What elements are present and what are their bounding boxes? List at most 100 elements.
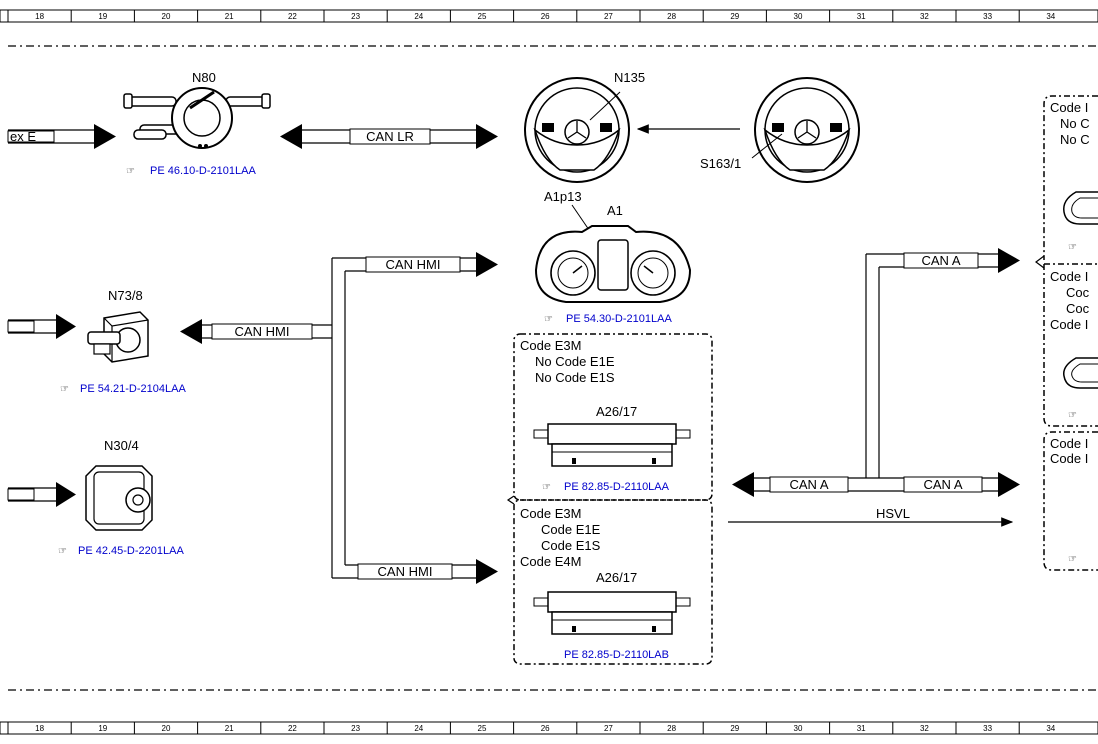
right-code-box-3: Code I Code I ☞ <box>1043 431 1098 571</box>
n30-4-label: N30/4 <box>104 438 139 453</box>
can-lr-bus: CAN LR <box>280 124 498 149</box>
right1-code-2: No C <box>1060 116 1090 131</box>
a26-17-top-device <box>533 423 691 467</box>
can-hmi-bottom-label: CAN HMI <box>378 564 433 579</box>
can-hmi-tree: CAN HMI CAN HMI CAN HMI <box>180 252 498 584</box>
right1-code-1: Code I <box>1050 100 1088 115</box>
can-lr-label: CAN LR <box>366 129 414 144</box>
code-box-2: Code E3M Code E1E Code E1S Code E4M A26/… <box>513 499 713 665</box>
ruler-top-col-28: 28 <box>667 12 676 21</box>
ex-e-label: ex E <box>10 129 36 144</box>
n30-4-ref-text: PE 42.45-D-2201LAA <box>78 545 184 557</box>
box2-code-2: Code E1E <box>541 522 601 537</box>
ruler-top-col-32: 32 <box>920 12 929 21</box>
a1-ref-text: PE 54.30-D-2101LAA <box>566 313 672 325</box>
can-a-tree: CAN A CAN A CAN A <box>732 248 1020 497</box>
ruler-top-col-21: 21 <box>225 12 234 21</box>
left-ex-e-bus: ex E <box>7 124 116 149</box>
box1-code-3: No Code E1S <box>535 370 615 385</box>
pointer-icon: ☞ <box>544 314 553 325</box>
ruler-bottom-col-21: 21 <box>225 724 234 733</box>
pointer-icon: ☞ <box>1068 410 1077 421</box>
ruler-bottom-col-28: 28 <box>667 724 676 733</box>
ruler-bottom-col-31: 31 <box>857 724 866 733</box>
pointer-icon: ☞ <box>58 546 67 557</box>
a26-bottom-ref-text: PE 82.85-D-2110LAB <box>564 649 669 661</box>
pointer-icon: ☞ <box>60 384 69 395</box>
hsvl-line: HSVL <box>728 506 1014 527</box>
right-brace <box>1035 255 1045 269</box>
a1p13-label: A1p13 <box>544 189 582 204</box>
can-a-mid-right-label: CAN A <box>923 477 962 492</box>
pointer-icon: ☞ <box>542 482 551 493</box>
ruler-top-col-22: 22 <box>288 12 297 21</box>
a26-top-reference[interactable]: ☞ PE 82.85-D-2110LAA <box>542 481 670 493</box>
ruler-top-col-23: 23 <box>351 12 360 21</box>
a26-17-top-label: A26/17 <box>596 404 637 419</box>
n73-8-component: N73/8 ☞ PE 54.21-D-2104LAA <box>7 288 186 395</box>
n73-8-label: N73/8 <box>108 288 143 303</box>
ruler-bottom-col-22: 22 <box>288 724 297 733</box>
n30-4-component: N30/4 ☞ PE 42.45-D-2201LAA <box>7 438 184 557</box>
ruler-bottom-col-29: 29 <box>730 724 739 733</box>
ruler-bottom-col-20: 20 <box>162 724 171 733</box>
ruler-bottom-col-25: 25 <box>478 724 487 733</box>
n73-8-ref-text: PE 54.21-D-2104LAA <box>80 383 186 395</box>
a26-17-bottom-label: A26/17 <box>596 570 637 585</box>
n80-ref-text: PE 46.10-D-2101LAA <box>150 165 256 177</box>
can-a-top-label: CAN A <box>921 253 960 268</box>
n80-label: N80 <box>192 70 216 85</box>
n135-label: N135 <box>614 70 645 85</box>
right2-code-3: Coc <box>1066 301 1090 316</box>
n73-8-reference[interactable]: ☞ PE 54.21-D-2104LAA <box>60 383 186 395</box>
box2-code-3: Code E1S <box>541 538 601 553</box>
ruler-bottom-col-32: 32 <box>920 724 929 733</box>
can-hmi-mid-label: CAN HMI <box>235 324 290 339</box>
ruler-top-col-27: 27 <box>604 12 613 21</box>
n80-reference[interactable]: ☞ PE 46.10-D-2101LAA <box>126 165 256 177</box>
ruler-bottom-col-24: 24 <box>414 724 423 733</box>
ruler-bottom-col-26: 26 <box>541 724 550 733</box>
a26-17-bottom-device <box>533 591 691 635</box>
a26-bottom-reference[interactable]: PE 82.85-D-2110LAB <box>564 649 669 661</box>
ruler-bottom-col-34: 34 <box>1046 724 1055 733</box>
box2-code-4: Code E4M <box>520 554 581 569</box>
hsvl-label: HSVL <box>876 506 910 521</box>
box1-code-2: No Code E1E <box>535 354 615 369</box>
ruler-top-col-20: 20 <box>162 12 171 21</box>
box1-code-1: Code E3M <box>520 338 581 353</box>
can-hmi-top-label: CAN HMI <box>386 257 441 272</box>
box2-code-1: Code E3M <box>520 506 581 521</box>
ruler-top-col-19: 19 <box>98 12 107 21</box>
ruler-top-col-31: 31 <box>857 12 866 21</box>
right3-code-1: Code I <box>1050 436 1088 451</box>
right2-code-2: Coc <box>1066 285 1090 300</box>
n30-4-reference[interactable]: ☞ PE 42.45-D-2201LAA <box>58 545 184 557</box>
n80-component: N80 ☞ PE 46.10-D-2101LAA <box>123 70 271 177</box>
can-a-mid-left-label: CAN A <box>789 477 828 492</box>
s163-1-component: S163/1 <box>700 77 860 183</box>
n135-component: N135 <box>524 70 645 183</box>
ruler-top-col-29: 29 <box>730 12 739 21</box>
ruler-bottom-col-18: 18 <box>35 724 44 733</box>
code-box-1: Code E3M No Code E1E No Code E1S A26/17 … <box>513 333 713 501</box>
ruler-top-col-18: 18 <box>35 12 44 21</box>
ruler-top-col-30: 30 <box>794 12 803 21</box>
pointer-icon: ☞ <box>1068 242 1077 253</box>
s163-1-label: S163/1 <box>700 156 741 171</box>
ruler-bottom-col-23: 23 <box>351 724 360 733</box>
ruler-bottom-col-30: 30 <box>794 724 803 733</box>
ruler-top-col-26: 26 <box>541 12 550 21</box>
ruler-bottom-col-27: 27 <box>604 724 613 733</box>
ruler-top-col-25: 25 <box>478 12 487 21</box>
right1-code-3: No C <box>1060 132 1090 147</box>
a1-reference[interactable]: ☞ PE 54.30-D-2101LAA <box>544 313 672 325</box>
ruler-top-col-33: 33 <box>983 12 992 21</box>
ruler-top-col-24: 24 <box>414 12 423 21</box>
a1-label: A1 <box>607 203 623 218</box>
pointer-icon: ☞ <box>1068 554 1077 565</box>
ruler-bottom-col-33: 33 <box>983 724 992 733</box>
